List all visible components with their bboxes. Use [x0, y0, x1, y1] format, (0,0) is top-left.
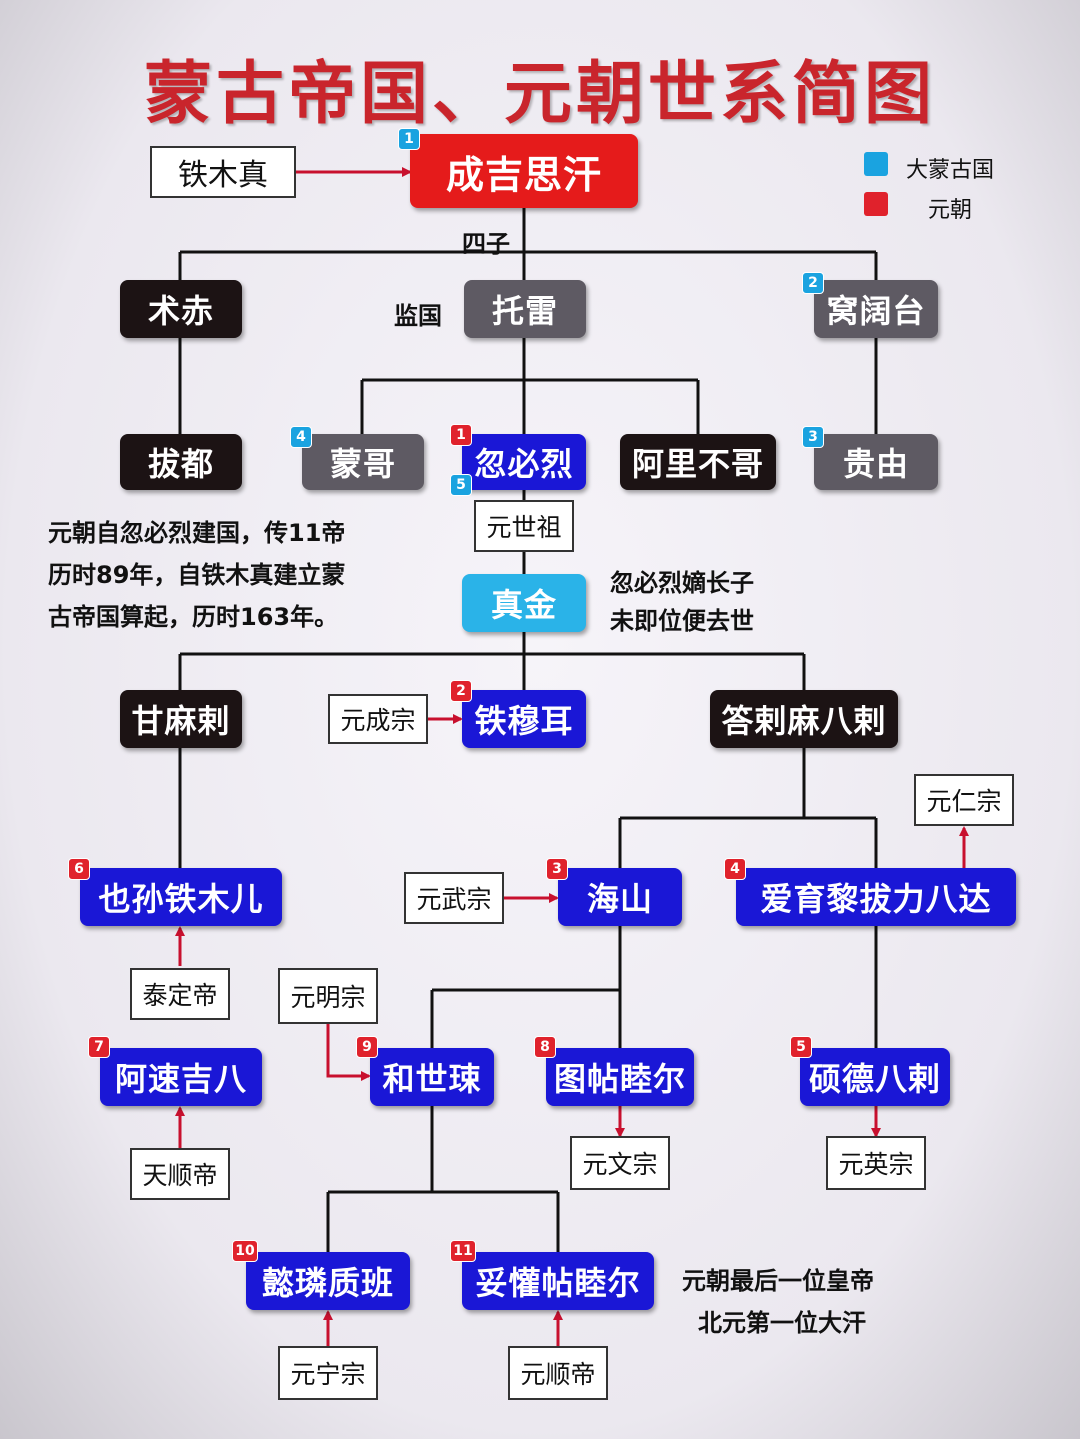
- badge-yesun-temur: 6: [68, 858, 90, 880]
- badge-haishan: 3: [546, 858, 568, 880]
- label-shizu: 元世祖: [474, 500, 574, 552]
- badge-tugh-temur: 8: [534, 1036, 556, 1058]
- node-rinchinbal: 懿璘质班: [246, 1252, 410, 1310]
- node-toghon-temur: 妥懽帖睦尔: [462, 1252, 654, 1310]
- badge-aragibag: 7: [88, 1036, 110, 1058]
- badge-guyuk: 3: [802, 426, 824, 448]
- label-yingzong: 元英宗: [826, 1136, 926, 1190]
- label-chengzong: 元成宗: [328, 694, 428, 744]
- badge-kublai-mongol: 5: [450, 474, 472, 496]
- node-tugh-temur: 图帖睦尔: [546, 1048, 694, 1106]
- label-wuzong: 元武宗: [404, 872, 504, 924]
- badge-ogedei: 2: [802, 272, 824, 294]
- label-wenzong: 元文宗: [570, 1136, 670, 1190]
- badge-toghon-temur: 11: [450, 1240, 476, 1262]
- node-ayurbarwada: 爱育黎拔力八达: [736, 868, 1016, 926]
- badge-kusala: 9: [356, 1036, 378, 1058]
- node-genghis: 成吉思汗: [410, 134, 638, 208]
- label-tianshun: 天顺帝: [130, 1148, 230, 1200]
- last-emperor-note-1: 元朝最后一位皇帝: [682, 1267, 874, 1295]
- zhenjin-note-2: 未即位便去世: [610, 607, 754, 635]
- node-shidebala: 硕德八剌: [800, 1048, 950, 1106]
- node-kublai: 忽必烈: [462, 434, 586, 490]
- regent-label: 监国: [394, 302, 442, 330]
- badge-kublai-yuan: 1: [450, 424, 472, 446]
- summary-line-3: 古帝国算起，历时163年。: [48, 603, 339, 631]
- node-temur: 铁穆耳: [462, 690, 586, 748]
- label-mingzong: 元明宗: [278, 968, 378, 1024]
- node-jochi: 术赤: [120, 280, 242, 338]
- last-emperor-note-2: 北元第一位大汗: [698, 1309, 866, 1337]
- node-temujin: 铁木真: [150, 146, 296, 198]
- node-aragibag: 阿速吉八: [100, 1048, 262, 1106]
- badge-shidebala: 5: [790, 1036, 812, 1058]
- node-kusala: 和世㻋: [370, 1048, 494, 1106]
- legend-mongol-label: 大蒙古国: [906, 158, 995, 183]
- node-gammala: 甘麻剌: [120, 690, 242, 748]
- legend-mongol-swatch: [864, 152, 888, 176]
- label-taiding: 泰定帝: [130, 968, 230, 1020]
- label-renzong: 元仁宗: [914, 774, 1014, 826]
- node-guyuk: 贵由: [814, 434, 938, 490]
- four-sons-label: 四子: [462, 230, 510, 258]
- node-darmabala: 答剌麻八剌: [710, 690, 898, 748]
- badge-ayurbarwada: 4: [724, 858, 746, 880]
- summary-line-2: 历时89年，自铁木真建立蒙: [48, 561, 346, 589]
- node-batu: 拔都: [120, 434, 242, 490]
- zhenjin-note-1: 忽必烈嫡长子: [610, 569, 754, 597]
- node-tolui: 托雷: [464, 280, 586, 338]
- node-ogedei: 窝阔台: [814, 280, 938, 338]
- summary-line-1: 元朝自忽必烈建国，传11帝: [48, 519, 346, 547]
- legend-yuan-swatch: [864, 192, 888, 216]
- page-title: 蒙古帝国、元朝世系简图: [143, 54, 936, 134]
- badge-temur: 2: [450, 680, 472, 702]
- node-ariq-boke: 阿里不哥: [620, 434, 776, 490]
- label-ningzong: 元宁宗: [278, 1346, 378, 1400]
- badge-rinchinbal: 10: [232, 1240, 258, 1262]
- label-shundi: 元顺帝: [508, 1346, 608, 1400]
- badge-genghis: 1: [398, 128, 420, 150]
- node-mongke: 蒙哥: [302, 434, 424, 490]
- node-haishan: 海山: [558, 868, 682, 926]
- node-zhenjin: 真金: [462, 574, 586, 632]
- legend-yuan-label: 元朝: [928, 198, 973, 223]
- node-yesun-temur: 也孙铁木儿: [80, 868, 282, 926]
- badge-mongke: 4: [290, 426, 312, 448]
